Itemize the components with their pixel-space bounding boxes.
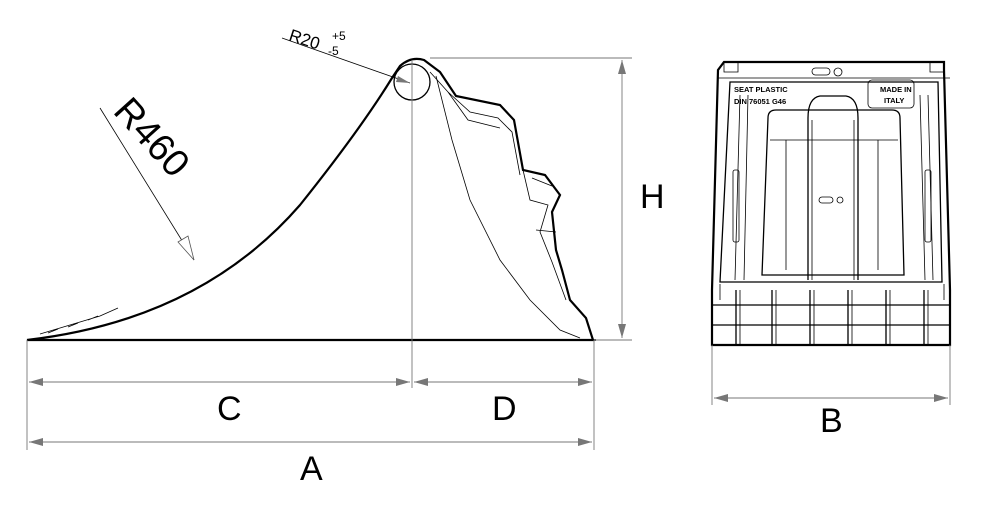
a-arrow-right [578, 438, 592, 446]
front-view: SEAT PLASTIC DIN 76051 G46 MADE IN ITALY… [710, 60, 952, 440]
rear-inner-face [435, 75, 581, 339]
c-arrow-right [396, 378, 410, 386]
d-arrow-right [578, 378, 592, 386]
b-label: B [820, 402, 843, 440]
logo-dot [833, 67, 843, 77]
rear-rib-detail [429, 71, 567, 301]
c-label: C [217, 390, 242, 428]
r20-tol-minus: -5 [328, 44, 339, 58]
r460-leader [99, 107, 195, 261]
made-in-text: MADE IN ITALY [880, 85, 912, 105]
svg-text:DIN 76051 G46: DIN 76051 G46 [734, 97, 786, 106]
right-slot [924, 169, 932, 243]
spine-hole [836, 196, 844, 204]
central-recess [761, 109, 905, 276]
h-arrow-bottom [618, 324, 626, 338]
inner-frame [719, 81, 943, 283]
h-arrow-top [618, 60, 626, 74]
b-arrow-right [934, 394, 948, 402]
spine-detail [811, 109, 855, 280]
svg-text:MADE IN: MADE IN [880, 85, 912, 94]
r20-arrow [396, 76, 410, 83]
r20-leader [281, 37, 411, 84]
b-arrow-left [714, 394, 728, 402]
r460-label: R460 [105, 90, 197, 186]
svg-text:ITALY: ITALY [884, 96, 904, 105]
a-label: A [300, 450, 323, 488]
svg-text:SEAT PLASTIC: SEAT PLASTIC [734, 85, 788, 94]
central-spine [807, 95, 859, 280]
top-tabs [718, 62, 950, 79]
side-view: R20 +5 -5 R460 H C D A [26, 26, 665, 488]
c-arrow-left [29, 378, 43, 386]
bottom-grid-fins [719, 284, 945, 345]
left-slot [732, 169, 740, 243]
bottom-serration [39, 307, 119, 335]
bottom-grid [712, 290, 950, 345]
made-in-badge [867, 79, 915, 109]
a-arrow-left [29, 438, 43, 446]
d-arrow-left [414, 378, 428, 386]
recess-inner [770, 139, 898, 270]
h-label: H [640, 178, 665, 216]
r20-tol-plus: +5 [332, 29, 346, 43]
r460-arrow [177, 235, 195, 261]
spine-slot [818, 196, 834, 204]
chock-side-profile [26, 57, 595, 342]
r20-label: R20 [287, 26, 323, 54]
logo-oval [811, 67, 831, 76]
emboss-text-left: SEAT PLASTIC DIN 76051 G46 [734, 85, 788, 106]
d-label: D [492, 390, 517, 428]
side-rails [734, 94, 934, 281]
